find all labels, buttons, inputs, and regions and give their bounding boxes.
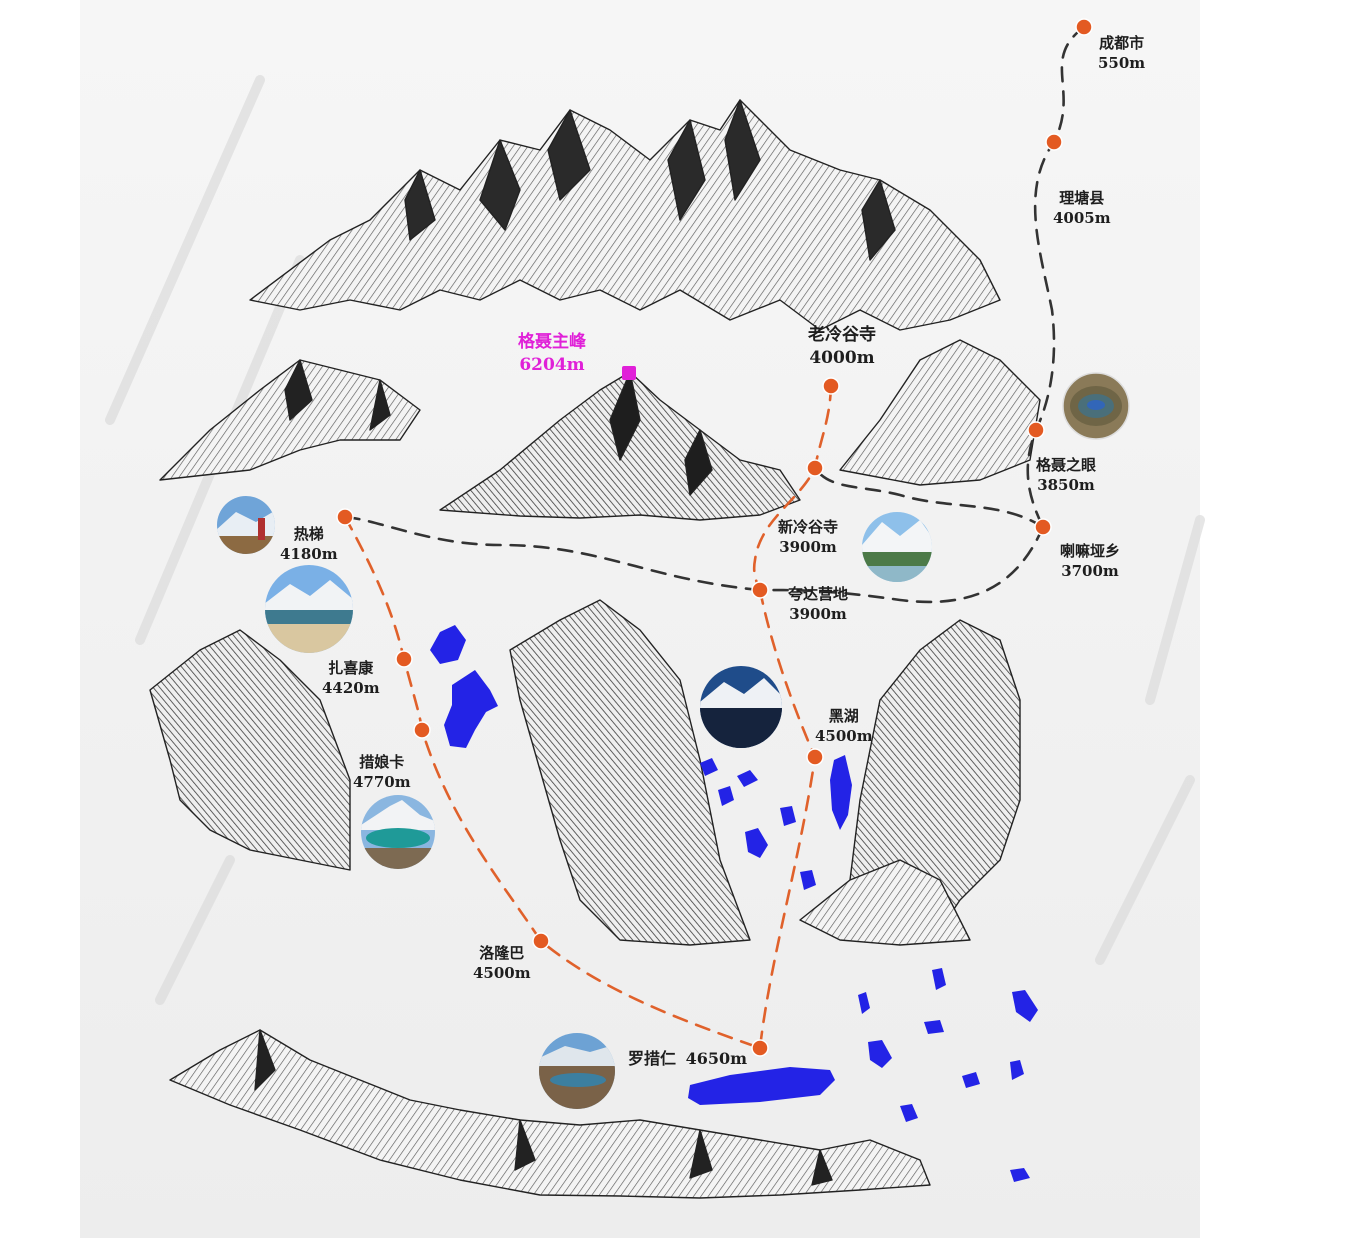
lake bbox=[800, 870, 816, 890]
waypoint-dot-litang[interactable] bbox=[1045, 133, 1063, 151]
lake bbox=[745, 828, 768, 858]
label-lamaya: 喇嘛垭乡 3700m bbox=[1060, 542, 1121, 580]
lake bbox=[858, 992, 870, 1014]
waypoint-dot-luocuoren[interactable] bbox=[751, 1039, 769, 1057]
waypoint-dot-new-lenggu[interactable] bbox=[806, 459, 824, 477]
lake bbox=[700, 758, 718, 776]
lake bbox=[962, 1072, 980, 1088]
waypoint-dot-reti[interactable] bbox=[336, 508, 354, 526]
label-litang: 理塘县 4005m bbox=[1053, 189, 1111, 227]
waypoint-dots bbox=[336, 18, 1093, 1057]
label-heihu: 黑湖 4500m bbox=[815, 707, 873, 745]
lake bbox=[932, 968, 946, 990]
lake bbox=[737, 770, 758, 787]
label-luolongba: 洛隆巴 4500m bbox=[473, 944, 531, 982]
waypoint-dot-chengdu[interactable] bbox=[1075, 18, 1093, 36]
photo-lake-eye bbox=[1062, 372, 1130, 440]
lake bbox=[1010, 1168, 1030, 1182]
photo-black-lake bbox=[700, 666, 782, 748]
lake-luocuoren bbox=[688, 1067, 835, 1105]
label-peak: 格聂主峰 6204m bbox=[518, 332, 586, 375]
lake bbox=[830, 755, 852, 830]
bottom-range bbox=[169, 1029, 931, 1199]
massif-shadows bbox=[404, 99, 896, 261]
lake bbox=[430, 625, 466, 664]
mountains bbox=[149, 99, 1041, 1199]
label-gennie-eye: 格聂之眼 3850m bbox=[1036, 456, 1097, 494]
label-kuada: 夸达营地 3900m bbox=[788, 585, 849, 623]
waypoint-dot-gennie-eye[interactable] bbox=[1027, 421, 1045, 439]
peak-shadow bbox=[609, 371, 713, 496]
center-range bbox=[509, 599, 751, 946]
lake bbox=[1012, 990, 1038, 1022]
label-zhaxikang: 扎喜康 4420m bbox=[322, 659, 380, 697]
lake bbox=[868, 1040, 892, 1068]
waypoint-dot-zhaxikang[interactable] bbox=[395, 650, 413, 668]
label-luocuoren: 罗措仁 4650m bbox=[628, 1049, 748, 1068]
route-main bbox=[813, 466, 1045, 529]
lake bbox=[780, 806, 796, 826]
label-reti: 热梯 4180m bbox=[280, 525, 338, 563]
photo-turquoise-lake bbox=[361, 795, 435, 869]
waypoint-dot-lamaya[interactable] bbox=[1034, 518, 1052, 536]
route-trek bbox=[758, 588, 817, 1050]
right-ridge bbox=[839, 339, 1041, 486]
main-massif bbox=[249, 99, 1001, 331]
lake bbox=[1010, 1060, 1024, 1080]
route-trek bbox=[752, 384, 833, 592]
route-trek bbox=[343, 515, 762, 1050]
lake bbox=[444, 670, 498, 748]
lower-left-range bbox=[149, 629, 351, 871]
waypoint-dot-kuada[interactable] bbox=[751, 581, 769, 599]
route-main bbox=[758, 525, 1045, 604]
waypoint-dot-old-lenggu[interactable] bbox=[822, 377, 840, 395]
label-cuoniangka: 措娘卡 4770m bbox=[353, 753, 411, 791]
peak-marker[interactable] bbox=[622, 366, 636, 380]
label-new-lenggu: 新冷谷寺 3900m bbox=[778, 518, 839, 556]
routes bbox=[343, 25, 1086, 1050]
route-main bbox=[343, 515, 762, 592]
photo-valley-lake bbox=[539, 1033, 615, 1109]
photo-hiker-meadow bbox=[217, 496, 275, 554]
waypoint-dot-heihu[interactable] bbox=[806, 748, 824, 766]
right-lower-range bbox=[799, 859, 971, 946]
waypoint-dot-luolongba[interactable] bbox=[532, 932, 550, 950]
lake bbox=[900, 1104, 918, 1122]
lake bbox=[924, 1020, 944, 1034]
label-old-lenggu: 老冷谷寺 4000m bbox=[808, 325, 876, 368]
label-chengdu: 成都市 550m bbox=[1098, 34, 1146, 72]
bottom-range-shadow bbox=[254, 1029, 833, 1186]
route-main bbox=[1026, 25, 1086, 529]
left-range-shadow bbox=[284, 359, 391, 431]
lake bbox=[718, 786, 734, 806]
lakes bbox=[430, 625, 1038, 1182]
waypoint-dot-cuoniangka[interactable] bbox=[413, 721, 431, 739]
